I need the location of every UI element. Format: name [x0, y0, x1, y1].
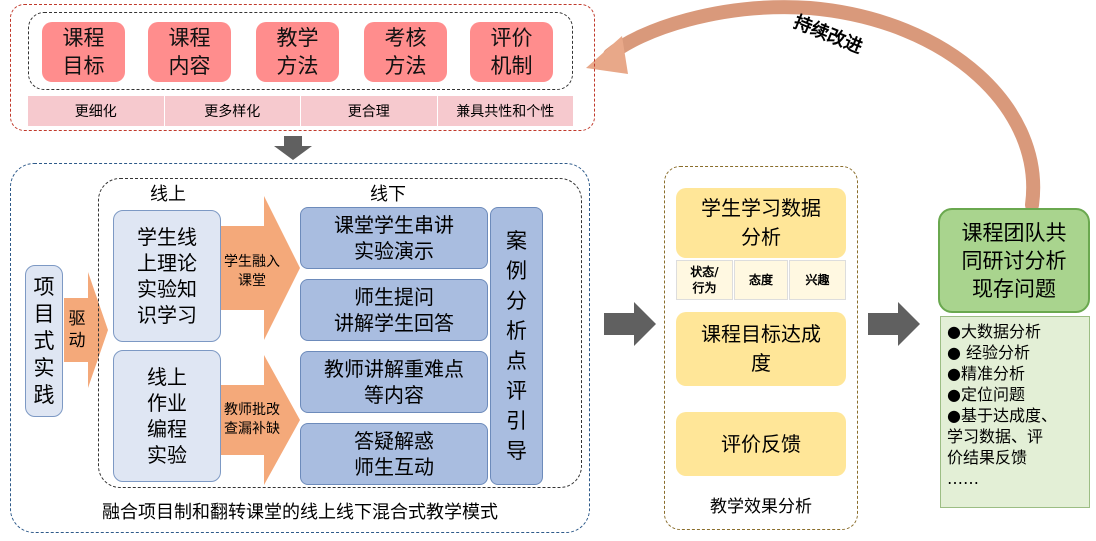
list-item: 价结果反馈 [947, 448, 1028, 467]
online-offline-group [98, 178, 582, 488]
tag-attitude: 态度 [734, 260, 788, 300]
list-item: ●基于达成度、 [947, 406, 1057, 425]
learning-data-box: 学生学习数据 分析 [676, 188, 846, 258]
improvement-label: 更合理 [301, 96, 438, 126]
list-item: ●定位问题 [947, 385, 1025, 404]
list-item: ●大数据分析 [947, 322, 1041, 341]
improvement-label: 更多样化 [165, 96, 301, 126]
tag-interest: 兴趣 [789, 260, 846, 300]
list-item: ● 经验分析 [947, 343, 1031, 362]
course-elements-group [28, 12, 573, 90]
offline-header: 线下 [370, 184, 406, 205]
down-arrow [274, 136, 312, 160]
course-team-box: 课程团队共 同研讨分析 现存问题 [938, 208, 1090, 313]
offline-activity-box: 师生提问 讲解学生回答 [300, 279, 488, 341]
blended-teaching-frame [10, 163, 590, 533]
online-theory-box: 学生线 上理论 实验知 识学习 [113, 210, 221, 342]
drive-arrow [64, 272, 108, 388]
improvement-label: 更细化 [28, 96, 165, 126]
course-elements-frame [10, 4, 595, 131]
arrow-label-integrate: 学生融入 课堂 [224, 254, 280, 289]
right-arrow-1 [604, 302, 656, 346]
online-header: 线上 [150, 184, 186, 205]
right-arrow-2 [868, 302, 920, 346]
project-practice-box: 项 目 式 实 践 [25, 265, 63, 417]
improvement-label: 兼具共性和个性 [456, 104, 555, 120]
evaluation-feedback-box: 评价反馈 [676, 412, 846, 476]
improvement-bar: 更细化 更多样化 更合理 兼具共性和个性 [28, 96, 573, 126]
blended-mode-caption: 融合项目制和翻转课堂的线上线下混合式教学模式 [102, 502, 498, 523]
analysis-method-list: ●大数据分析 ● 经验分析 ●精准分析 ●定位问题 ●基于达成度、 学习数据、评… [940, 316, 1090, 508]
evaluation-mechanism-box: 评价 机制 [470, 22, 553, 82]
offline-activity-box: 教师讲解重难点 等内容 [300, 351, 488, 413]
goal-achievement-box: 课程目标达成 度 [676, 312, 846, 386]
online-arrow-2 [220, 355, 300, 485]
feedback-curve-arrow [603, 0, 1041, 212]
tag-state-behavior: 状态/ 行为 [676, 260, 733, 300]
teaching-effect-frame [664, 166, 858, 530]
drive-label: 驱 动 [68, 309, 86, 351]
case-analysis-box: 案 例 分 析 点 评 引 导 [490, 207, 543, 485]
online-arrow-1 [220, 196, 300, 340]
list-item: …… [947, 469, 979, 488]
online-homework-box: 线上 作业 编程 实验 [113, 350, 221, 482]
course-content-box: 课程 内容 [148, 22, 231, 82]
offline-activity-box: 答疑解惑 师生互动 [300, 423, 488, 485]
teaching-effect-caption: 教学效果分析 [710, 497, 812, 517]
course-goal-box: 课程 目标 [42, 22, 125, 82]
teaching-method-box: 教学 方法 [256, 22, 339, 82]
list-item: ●精准分析 [947, 364, 1025, 383]
assessment-method-box: 考核 方法 [364, 22, 447, 82]
arrow-label-correct: 教师批改 查漏补缺 [224, 402, 280, 437]
feedback-arrowhead [586, 36, 628, 74]
list-item: 学习数据、评 [947, 427, 1044, 446]
offline-activity-box: 课堂学生串讲 实验演示 [300, 207, 488, 269]
